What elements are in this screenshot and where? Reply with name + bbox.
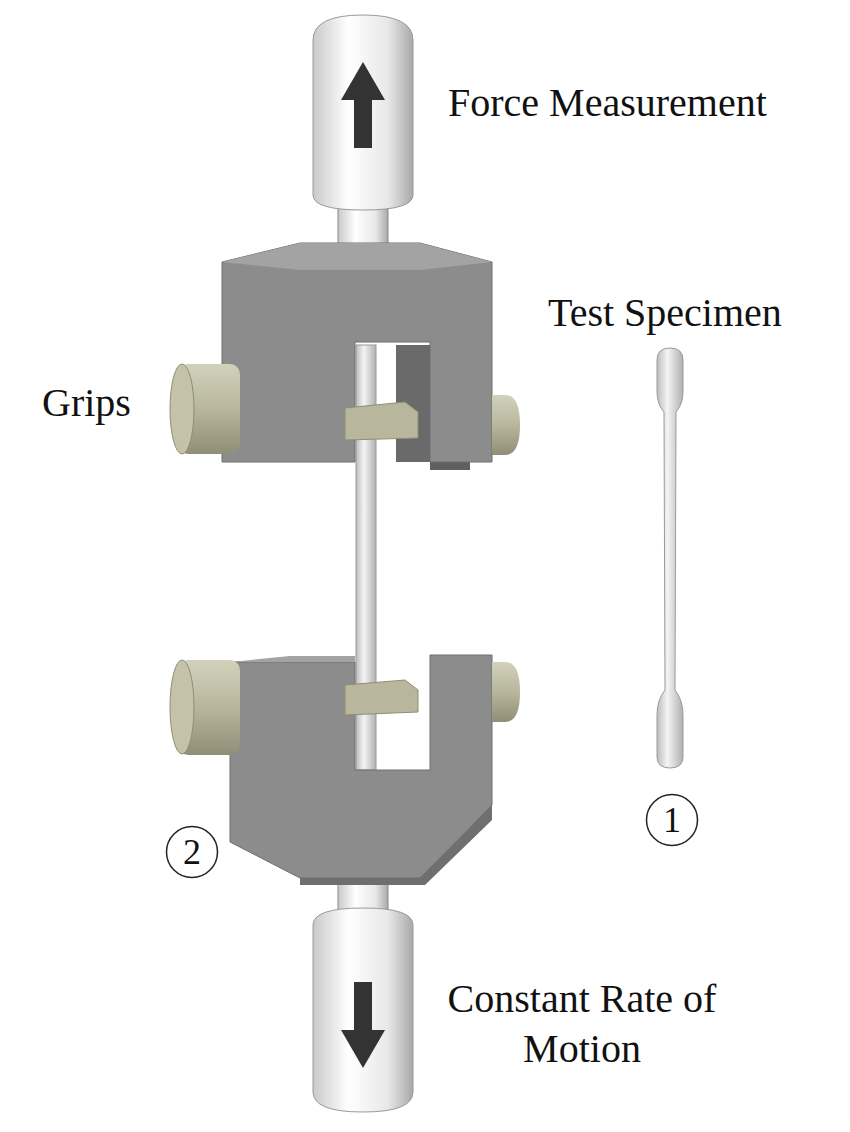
callout-number: 1 <box>663 802 681 838</box>
callout-circle: 2 <box>165 825 219 879</box>
part-label: Constant Rate of Motion <box>432 974 732 1074</box>
part-label: Test Specimen <box>548 288 782 338</box>
callout-number: 2 <box>183 834 201 870</box>
part-label: Grips <box>42 378 131 428</box>
callout-circle: 1 <box>645 793 699 847</box>
part-label: Force Measurement <box>448 78 767 128</box>
